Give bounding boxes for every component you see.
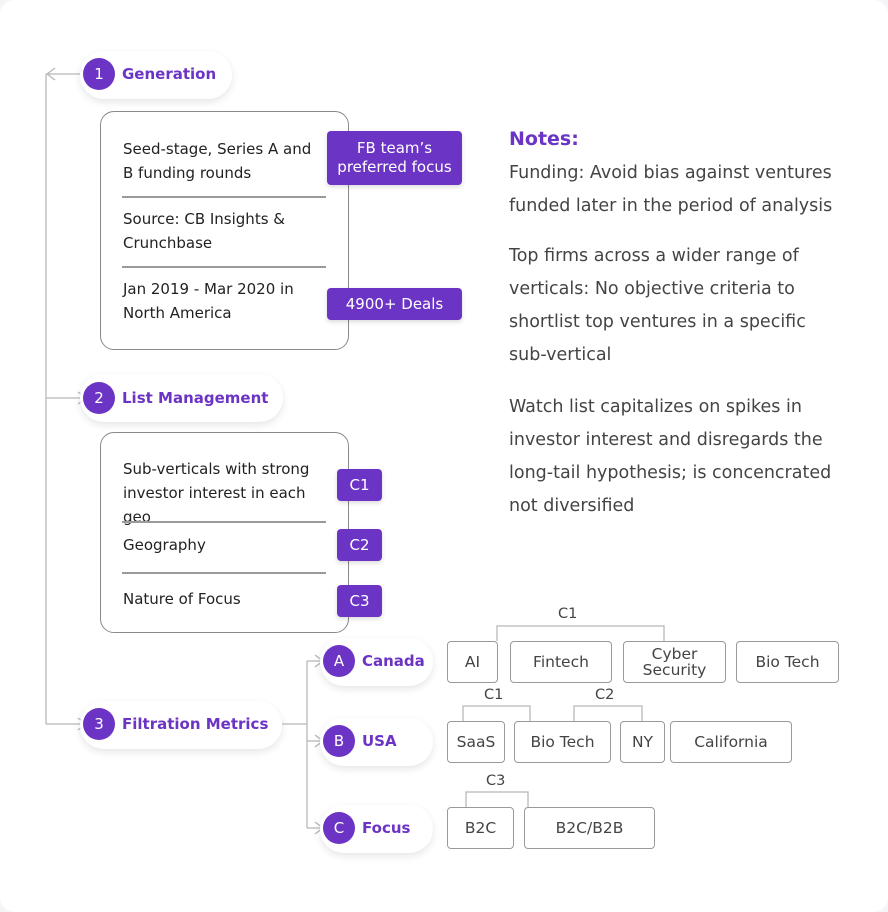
divider	[122, 521, 326, 523]
leaf-cyber-security: Cyber Security	[623, 641, 726, 683]
note-funding: Funding: Avoid bias against ventures fun…	[509, 163, 833, 216]
group-label-c2: C2	[595, 687, 615, 703]
list-item-geography: Geography	[123, 536, 206, 554]
generation-box	[100, 111, 349, 350]
bracket-canada-c1	[496, 625, 665, 641]
branch-name-usa: USA	[362, 732, 397, 750]
branch-name-focus: Focus	[362, 819, 411, 837]
leaf-fintech: Fintech	[510, 641, 612, 683]
tag-c1: C1	[337, 469, 382, 501]
leaf-california: California	[670, 721, 792, 763]
branch-letter-c: C	[323, 812, 355, 844]
group-label-c1: C1	[484, 687, 504, 703]
note-watch-list: Watch list capitalizes on spikes in inve…	[509, 397, 832, 516]
step-number-1: 1	[83, 58, 115, 90]
leaf-saas: SaaS	[447, 721, 505, 763]
tag-c3: C3	[337, 585, 382, 617]
step-title-generation: Generation	[122, 65, 217, 83]
divider	[122, 572, 326, 574]
branch-name-canada: Canada	[362, 652, 425, 670]
generation-item-period: Jan 2019 - Mar 2020 in North America	[123, 280, 294, 322]
bracket-usa-c2	[573, 705, 643, 721]
step-title-list-management: List Management	[122, 389, 269, 407]
list-management-box	[100, 432, 349, 633]
note-top-firms: Top firms across a wider range of vertic…	[509, 246, 806, 365]
bracket-focus-c3	[465, 791, 529, 807]
step-title-filtration: Filtration Metrics	[122, 715, 269, 733]
notes-title: Notes:	[509, 128, 579, 150]
leaf-ny: NY	[620, 721, 665, 763]
tag-c2: C2	[337, 529, 382, 561]
branch-letter-b: B	[323, 725, 355, 757]
leaf-b2c-b2b: B2C/B2B	[524, 807, 655, 849]
step-number-3: 3	[83, 708, 115, 740]
list-item-sub-verticals: Sub-verticals with strong investor inter…	[123, 460, 310, 526]
bracket-usa-c1	[462, 705, 531, 721]
group-label-c1: C1	[558, 606, 578, 622]
divider	[122, 196, 326, 198]
step-number-2: 2	[83, 382, 115, 414]
branch-letter-a: A	[323, 645, 355, 677]
tag-preferred-focus: FB team’s preferred focus	[327, 131, 462, 185]
leaf-bio-tech: Bio Tech	[514, 721, 611, 763]
list-item-nature-of-focus: Nature of Focus	[123, 590, 241, 608]
leaf-b2c: B2C	[447, 807, 514, 849]
tag-deals-count: 4900+ Deals	[327, 288, 462, 320]
leaf-bio-tech: Bio Tech	[736, 641, 839, 683]
leaf-ai: AI	[447, 641, 498, 683]
generation-item-source: Source: CB Insights & Crunchbase	[123, 210, 285, 252]
generation-item-rounds: Seed-stage, Series A and B funding round…	[123, 140, 312, 182]
divider	[122, 266, 326, 268]
group-label-c3: C3	[486, 773, 506, 789]
